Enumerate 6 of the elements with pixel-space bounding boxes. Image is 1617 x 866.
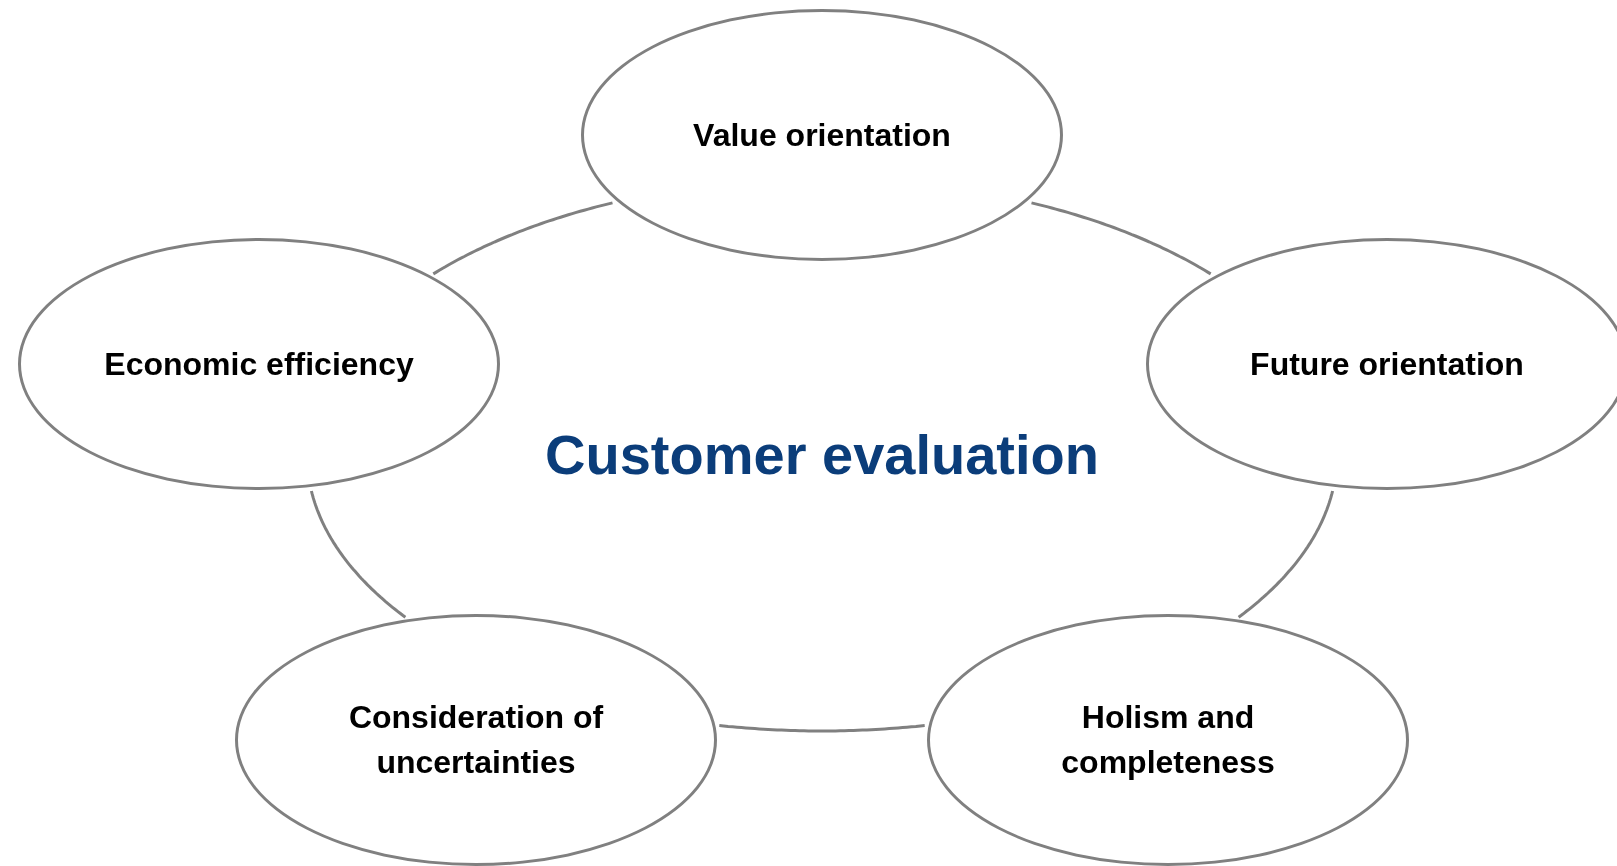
node-label: Holism and completeness	[1060, 698, 1276, 782]
node-label: Consideration of uncertainties	[347, 698, 605, 782]
center-title: Customer evaluation	[545, 422, 1099, 488]
node-label: Economic efficiency	[103, 344, 415, 384]
node-label: Future orientation	[1249, 344, 1525, 384]
node-label: Value orientation	[692, 115, 952, 155]
